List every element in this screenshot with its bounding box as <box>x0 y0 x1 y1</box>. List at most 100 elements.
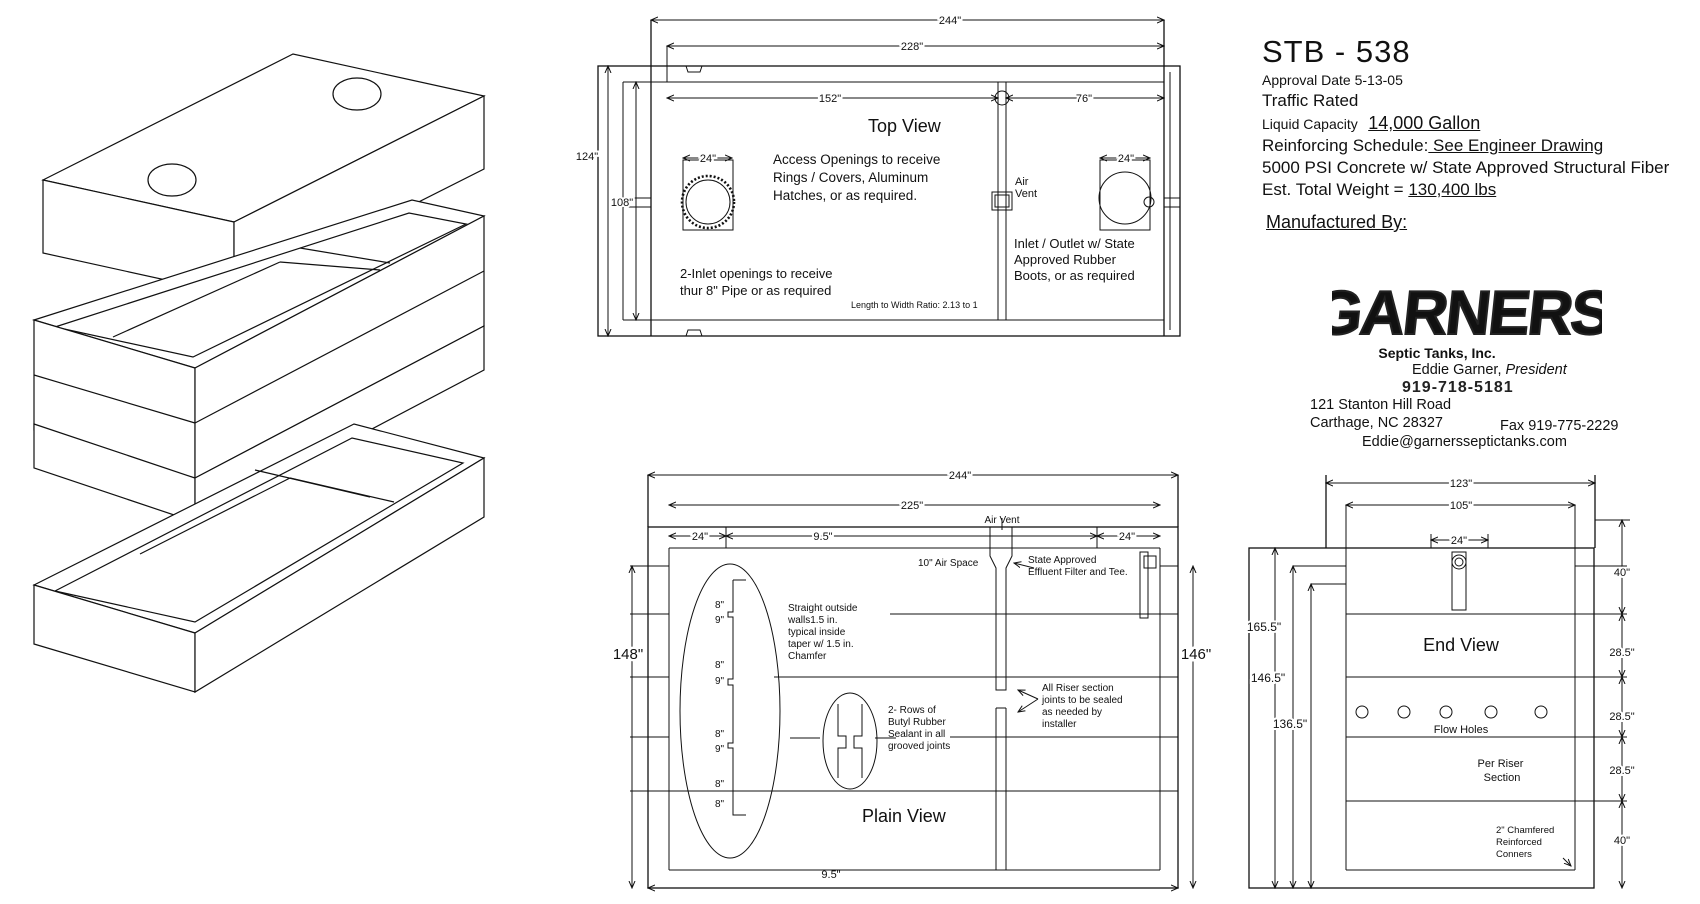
end-dim-105: 105" <box>1450 500 1472 512</box>
capacity-value: 14,000 Gallon <box>1368 113 1481 133</box>
plain-view-labels: 244" 225" 24" 9.5" 24" 9.5" 148" 146" Ai… <box>610 468 1213 881</box>
joint-dim-3: 8" <box>715 660 725 671</box>
end-dim-123: 123" <box>1450 478 1472 490</box>
sealant-note: 2- Rows of Butyl Rubber Sealant in all g… <box>888 705 950 752</box>
top-view <box>597 20 1181 337</box>
sealant-detail-callout <box>822 692 878 790</box>
end-view-title: End View <box>1423 635 1500 655</box>
lid-opening-2 <box>332 77 382 111</box>
chamfer-note: 2" Chamfered Reinforced Conners <box>1496 825 1557 860</box>
plain-dim-146: 146" <box>1181 646 1211 663</box>
end-view-labels: 123" 105" 24" 165.5" 146.5" 136.5" 40" 2… <box>1245 476 1637 860</box>
inlet-note: 2-Inlet openings to receive thur 8" Pipe… <box>680 266 836 298</box>
plain-view <box>630 475 1193 888</box>
lid-opening-1 <box>147 163 197 197</box>
top-dim-opening-left: 24" <box>700 153 716 165</box>
top-dim-76: 76" <box>1076 93 1092 105</box>
top-dim-244: 244" <box>939 15 961 27</box>
riser-note: All Riser section joints to be sealed as… <box>1041 683 1125 730</box>
plain-dim-244: 244" <box>949 470 971 482</box>
iso-bottom <box>32 423 486 694</box>
contact-name: Eddie Garner, <box>1412 362 1506 378</box>
flow-hole <box>1439 705 1453 719</box>
joint-dim-2: 9" <box>715 615 725 626</box>
joint-dim-8: 8" <box>715 799 725 810</box>
joint-dim-5: 8" <box>715 729 725 740</box>
end-dim-165: 165.5" <box>1247 620 1281 634</box>
opening-collar-right <box>1099 159 1151 231</box>
model-number: STB - 538 <box>1262 34 1411 69</box>
flow-hole <box>1397 705 1411 719</box>
top-dim-opening-right: 24" <box>1118 153 1134 165</box>
end-dim-40-top: 40" <box>1614 567 1630 579</box>
contact-role: President <box>1505 362 1567 378</box>
approval-date: Approval Date 5-13-05 <box>1262 72 1403 88</box>
flow-hole <box>1484 705 1498 719</box>
access-opening-right <box>1098 171 1152 225</box>
capacity-label: Liquid Capacity <box>1262 116 1358 132</box>
manufactured-by: Manufactured By: <box>1266 212 1408 232</box>
plain-air-vent-pipe <box>989 527 1013 691</box>
end-dim-40-bottom: 40" <box>1614 835 1630 847</box>
per-riser-label: Per Riser Section <box>1478 758 1527 784</box>
access-note: Access Openings to receive Rings / Cover… <box>773 152 944 203</box>
joint-dim-6: 9" <box>715 744 725 755</box>
end-view-outline <box>1248 547 1595 889</box>
flow-hole <box>1355 705 1369 719</box>
top-view-title: Top View <box>868 116 942 136</box>
joint-dim-7: 8" <box>715 779 725 790</box>
flow-holes <box>1355 705 1548 719</box>
top-air-vent-label: Air Vent <box>1015 176 1037 200</box>
spec-block: STB - 538 Approval Date 5-13-05 Traffic … <box>1262 34 1692 233</box>
end-dim-146: 146.5" <box>1251 671 1285 685</box>
reinforcing-value: See Engineer Drawing <box>1428 136 1604 155</box>
company-email: Eddie@garnersseptictanks.com <box>1362 434 1567 450</box>
weight-row: Est. Total Weight = 130,400 lbs <box>1262 180 1692 200</box>
plain-air-vent-label: Air Vent <box>984 515 1019 526</box>
weight-label: Est. Total Weight = <box>1262 180 1409 199</box>
plain-dim-225: 225" <box>901 500 923 512</box>
end-dim-28-a: 28.5" <box>1609 647 1634 659</box>
access-opening-left <box>680 174 736 230</box>
outlet-note: Inlet / Outlet w/ State Approved Rubber … <box>1014 236 1138 283</box>
end-view-outlet-pipe <box>1451 551 1467 611</box>
effluent-filter <box>1139 551 1149 619</box>
concrete-spec: 5000 PSI Concrete w/ State Approved Stru… <box>1262 158 1670 177</box>
filter-note: State Approved Effluent Filter and Tee. <box>1028 555 1128 578</box>
plain-dim-bottom: 9.5" <box>821 869 840 881</box>
top-air-vent <box>991 191 1013 211</box>
end-dim-136: 136.5" <box>1273 717 1307 731</box>
top-view-labels: 244" 228" 152" 76" 124" 108" 24" 24" Top… <box>574 13 1138 310</box>
joint-dim-4: 9" <box>715 676 725 687</box>
top-view-outline <box>597 65 1181 337</box>
top-dim-228: 228" <box>901 41 923 53</box>
isometric-tank <box>31 53 486 694</box>
logo-subtitle: Septic Tanks, Inc. <box>1378 345 1495 361</box>
flow-hole <box>1534 705 1548 719</box>
top-dim-124: 124" <box>576 151 598 163</box>
ratio-note: Length to Width Ratio: 2.13 to 1 <box>851 300 978 310</box>
wall-note: Straight outside walls1.5 in. typical in… <box>787 603 860 662</box>
flow-holes-label: Flow Holes <box>1434 724 1489 736</box>
plain-view-title: Plain View <box>862 806 947 826</box>
air-space-label: 10" Air Space <box>918 558 979 569</box>
top-dim-108: 108" <box>611 197 633 209</box>
joint-dim-1: 8" <box>715 600 725 611</box>
contact-line: Eddie Garner, President <box>1412 362 1567 378</box>
company-phone: 919-718-5181 <box>1402 379 1514 396</box>
reinforcing-row: Reinforcing Schedule: See Engineer Drawi… <box>1262 136 1692 156</box>
joint-profile <box>727 580 746 816</box>
plain-dim-9-5: 9.5" <box>813 531 832 543</box>
plain-dim-24-right: 24" <box>1119 531 1135 543</box>
end-view <box>1248 475 1630 889</box>
traffic-rating: Traffic Rated <box>1262 91 1359 110</box>
company-street: 121 Stanton Hill Road <box>1310 397 1452 413</box>
plain-dim-24-left: 24" <box>692 531 708 543</box>
company-city: Carthage, NC 28327 <box>1310 415 1443 431</box>
top-dim-152: 152" <box>819 93 841 105</box>
end-dim-28-b: 28.5" <box>1609 711 1634 723</box>
end-dim-28-c: 28.5" <box>1609 765 1634 777</box>
top-air-vent-port <box>994 90 1010 106</box>
plain-dim-148: 148" <box>613 646 643 663</box>
